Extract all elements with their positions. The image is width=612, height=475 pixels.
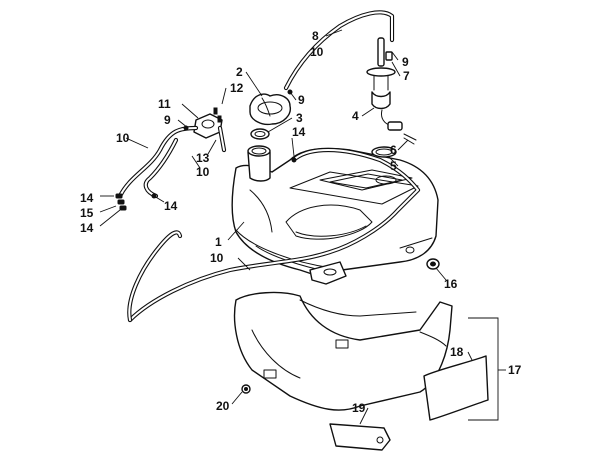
fuel-cap: [249, 93, 291, 126]
callout-17: 17: [508, 363, 522, 377]
tank-cover: [233, 291, 453, 411]
vent-valve: [193, 107, 223, 139]
callout-14-left-top: 14: [80, 191, 94, 205]
callout-11: 11: [158, 97, 171, 111]
callout-10-lower: 10: [210, 251, 224, 265]
callout-14-right-of-hose: 14: [164, 199, 178, 213]
callout-3: 3: [296, 111, 303, 125]
callout-1: 1: [215, 235, 222, 249]
callout-5: 5: [390, 159, 397, 173]
callout-12: 12: [230, 81, 244, 95]
callout-14-left-bottom: 14: [80, 221, 94, 235]
cap-gasket: [250, 128, 270, 140]
callout-19: 19: [352, 401, 366, 415]
sender-clamp: [403, 133, 417, 145]
callout-9-top-right: 9: [402, 55, 409, 69]
callout-2: 2: [236, 65, 243, 79]
callout-10-mid: 10: [196, 165, 210, 179]
fuel-tank: [231, 145, 439, 285]
callout-9-center: 9: [298, 93, 305, 107]
bottom-panel: [329, 423, 391, 451]
callout-10-top: 10: [310, 45, 324, 59]
callout-9-left: 9: [164, 113, 171, 127]
vent-hoses: [117, 10, 421, 323]
leader-lines: [99, 29, 506, 425]
grommet: [426, 258, 440, 270]
fuel-pump-sender-assembly: [366, 37, 403, 131]
fitting: [385, 51, 393, 61]
callout-6: 6: [390, 143, 397, 157]
callout-16: 16: [444, 277, 458, 291]
callout-20: 20: [216, 399, 230, 413]
callout-labels: 1 2 3 4 5 6 7 8 9 9 9 10 10 10 10 11 12 …: [80, 29, 522, 415]
callout-14-top: 14: [292, 125, 306, 139]
sender-gasket: [371, 146, 397, 158]
callout-18: 18: [450, 345, 464, 359]
callout-4: 4: [352, 109, 359, 123]
callout-7: 7: [403, 69, 410, 83]
callout-8: 8: [312, 29, 319, 43]
side-panel: [423, 355, 489, 421]
callout-10-left: 10: [116, 131, 130, 145]
callout-15: 15: [80, 206, 94, 220]
callout-13: 13: [196, 151, 210, 165]
screw: [241, 384, 251, 394]
